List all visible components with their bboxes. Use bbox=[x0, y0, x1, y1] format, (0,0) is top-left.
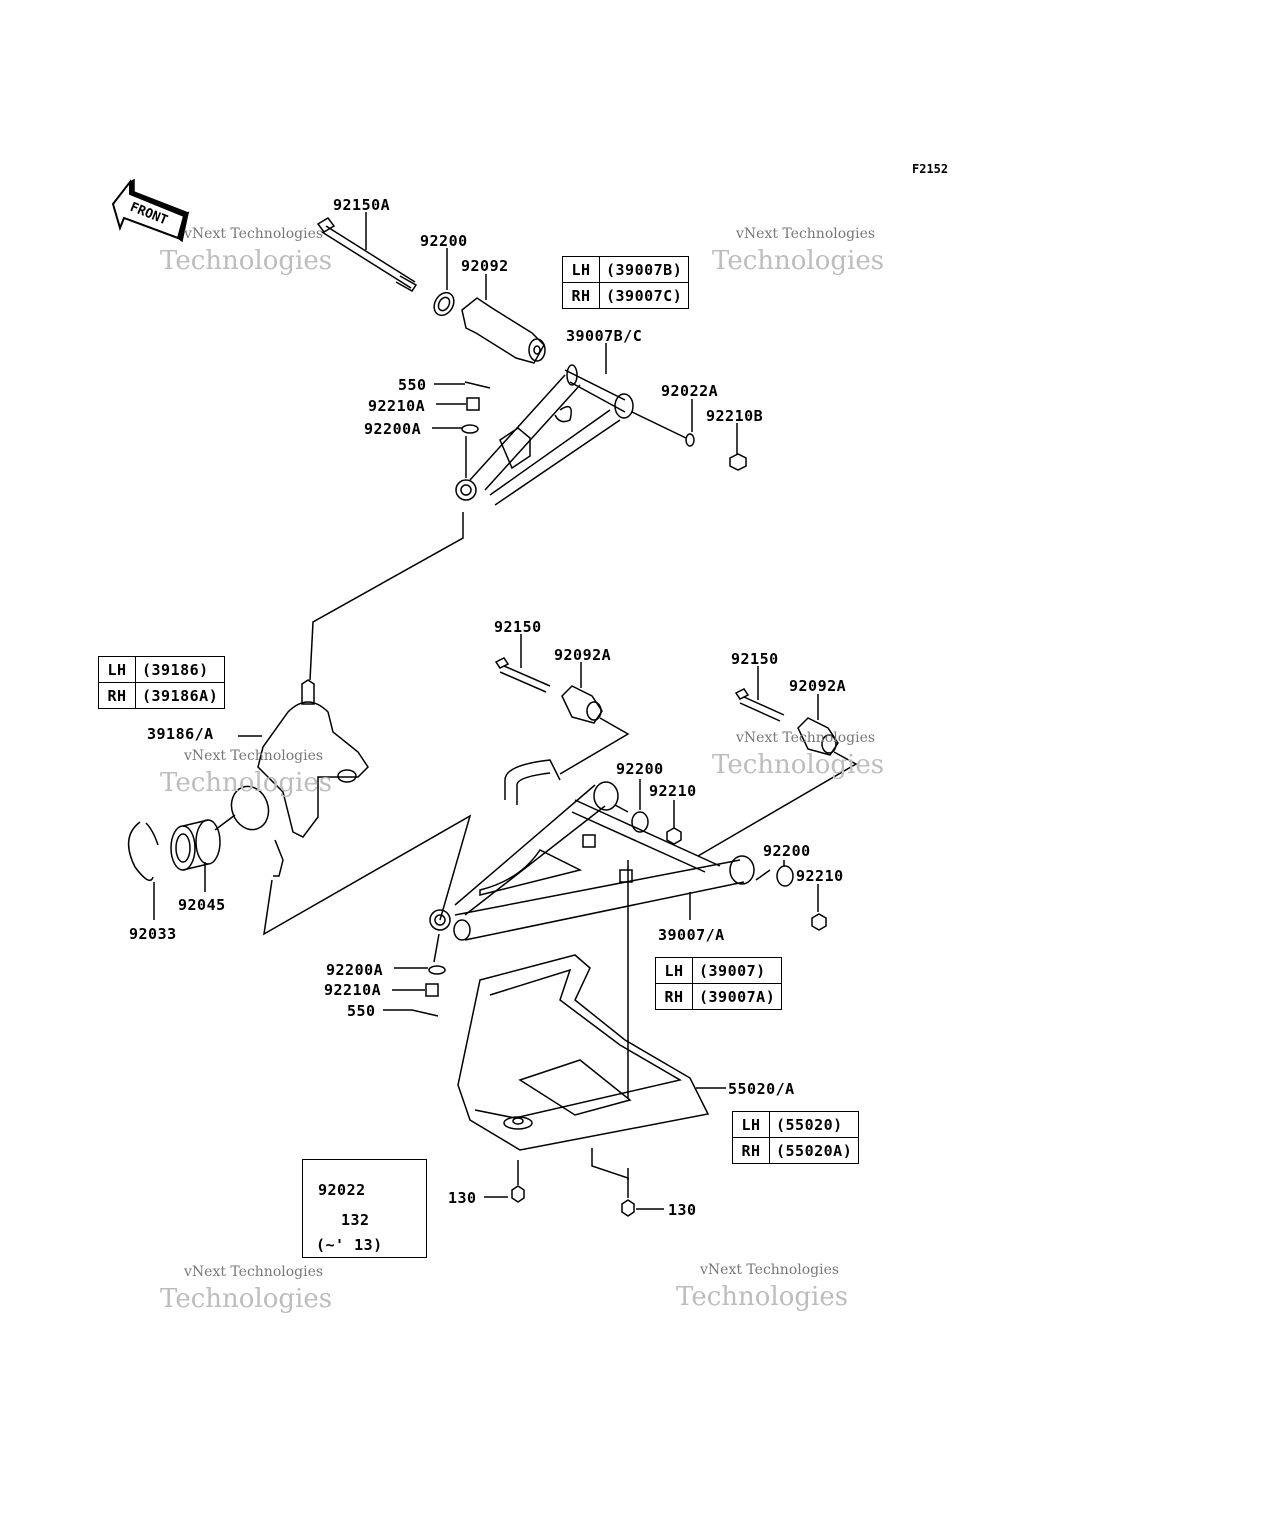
lh-rh-table-guard: LH(55020) RH(55020A) bbox=[732, 1111, 860, 1164]
rh-label: RH bbox=[655, 983, 693, 1010]
label-550[interactable]: 550 bbox=[398, 376, 427, 394]
label-92210[interactable]: 92210 bbox=[796, 867, 844, 885]
lh-label: LH bbox=[655, 957, 693, 984]
label-92045[interactable]: 92045 bbox=[178, 896, 226, 914]
lh-part[interactable]: (39007) bbox=[691, 957, 783, 984]
lh-part[interactable]: (55020) bbox=[768, 1111, 860, 1138]
lh-label: LH bbox=[562, 256, 600, 283]
lh-rh-table-lower-arm: LH(39007) RH(39007A) bbox=[655, 957, 783, 1010]
label-550[interactable]: 550 bbox=[347, 1002, 376, 1020]
steering-knuckle bbox=[230, 679, 369, 877]
label-130[interactable]: 130 bbox=[668, 1201, 697, 1219]
lh-rh-table-upper-arm: LH(39007B) RH(39007C) bbox=[562, 256, 690, 309]
label-92022[interactable]: 92022 bbox=[318, 1181, 366, 1199]
label-92200[interactable]: 92200 bbox=[763, 842, 811, 860]
label-92150a[interactable]: 92150A bbox=[333, 196, 391, 214]
diagram-code: F2152 bbox=[912, 162, 949, 176]
skid-guard bbox=[457, 954, 710, 1151]
lh-part[interactable]: (39186) bbox=[134, 656, 226, 683]
label-55020-a[interactable]: 55020/A bbox=[728, 1080, 795, 1098]
rh-label: RH bbox=[562, 282, 600, 309]
lh-rh-table-knuckle: LH(39186) RH(39186A) bbox=[98, 656, 226, 709]
label-92210[interactable]: 92210 bbox=[649, 782, 697, 800]
label-92092[interactable]: 92092 bbox=[461, 257, 509, 275]
label-92210a[interactable]: 92210A bbox=[324, 981, 382, 999]
bolt-92150a bbox=[316, 217, 418, 292]
label-92092a[interactable]: 92092A bbox=[554, 646, 612, 664]
rh-part[interactable]: (55020A) bbox=[768, 1137, 860, 1164]
note-box: 92022 132 (~' 13) bbox=[302, 1159, 427, 1258]
rh-label: RH bbox=[98, 682, 136, 709]
bushing-92092 bbox=[461, 297, 546, 364]
label-39007b-c[interactable]: 39007B/C bbox=[566, 327, 643, 345]
label-92210a[interactable]: 92210A bbox=[368, 397, 426, 415]
front-arrow-icon: FRONT bbox=[111, 178, 190, 243]
label-39007-a[interactable]: 39007/A bbox=[658, 926, 725, 944]
lh-label: LH bbox=[98, 656, 136, 683]
label-132[interactable]: 132 bbox=[341, 1211, 370, 1229]
label-130[interactable]: 130 bbox=[448, 1189, 477, 1207]
label-92150[interactable]: 92150 bbox=[731, 650, 779, 668]
label-92210b[interactable]: 92210B bbox=[706, 407, 764, 425]
lh-part[interactable]: (39007B) bbox=[598, 256, 690, 283]
rh-part[interactable]: (39186A) bbox=[134, 682, 226, 709]
label-92200a[interactable]: 92200A bbox=[364, 420, 422, 438]
label-92022a[interactable]: 92022A bbox=[661, 382, 719, 400]
label-92200[interactable]: 92200 bbox=[616, 760, 664, 778]
circlip-92033 bbox=[127, 821, 159, 882]
rh-label: RH bbox=[732, 1137, 770, 1164]
year-range-note: (~' 13) bbox=[316, 1236, 383, 1254]
label-92150[interactable]: 92150 bbox=[494, 618, 542, 636]
label-92200a[interactable]: 92200A bbox=[326, 961, 384, 979]
lower-a-arm bbox=[429, 759, 755, 941]
label-92092a[interactable]: 92092A bbox=[789, 677, 847, 695]
label-39186-a[interactable]: 39186/A bbox=[147, 725, 214, 743]
bearing-92045 bbox=[170, 819, 221, 871]
lh-label: LH bbox=[732, 1111, 770, 1138]
upper-a-arm bbox=[455, 364, 634, 506]
rh-part[interactable]: (39007A) bbox=[691, 983, 783, 1010]
rh-part[interactable]: (39007C) bbox=[598, 282, 690, 309]
label-92033[interactable]: 92033 bbox=[129, 925, 177, 943]
label-92200[interactable]: 92200 bbox=[420, 232, 468, 250]
